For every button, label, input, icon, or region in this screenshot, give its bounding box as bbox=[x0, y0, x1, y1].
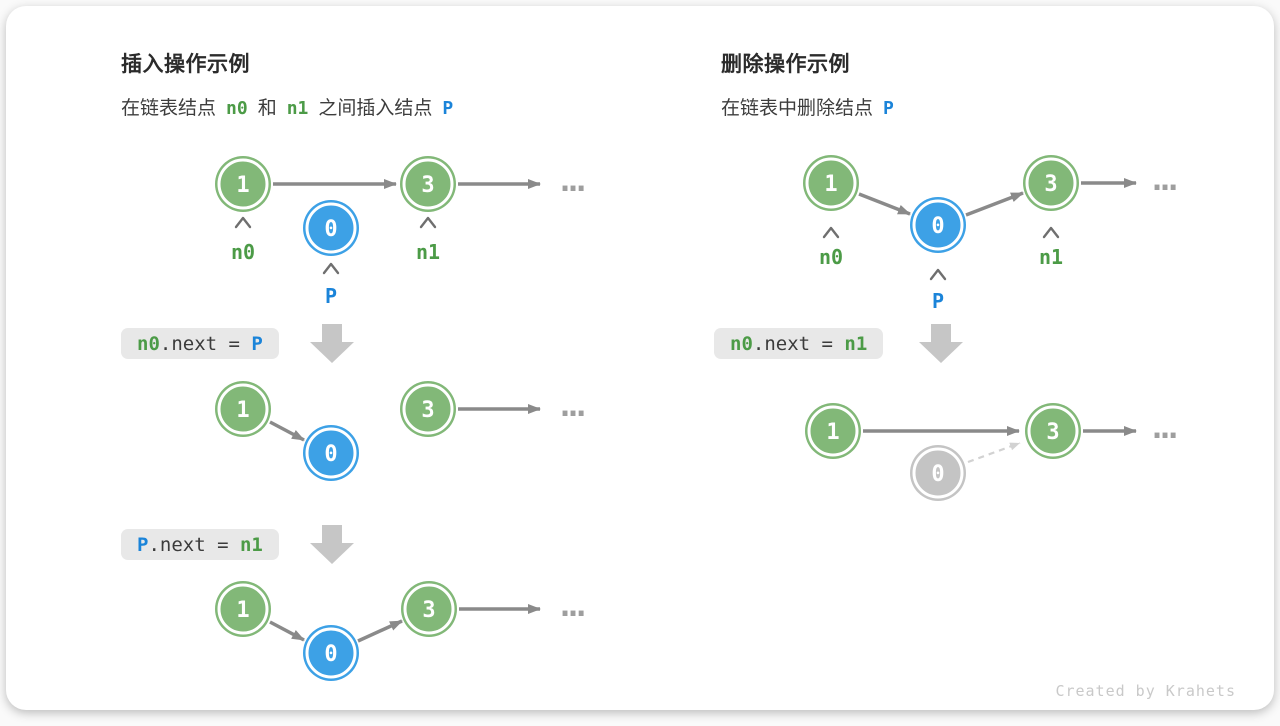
caret-up-icon bbox=[236, 218, 250, 227]
svg-text:1: 1 bbox=[826, 420, 839, 445]
pointer-label-p: P bbox=[932, 289, 944, 313]
down-arrow-icon bbox=[310, 324, 354, 363]
diagram-delete-initial: ... 1 3 0 n0 n1 P bbox=[803, 155, 1176, 313]
pointer-label-n0: n0 bbox=[819, 245, 843, 269]
insert-title: 插入操作示例 bbox=[121, 48, 463, 78]
node-3-green: 3 bbox=[1023, 155, 1079, 211]
node-1-green: 1 bbox=[805, 403, 861, 459]
arrow-node1-to-node0 bbox=[859, 194, 910, 214]
node-3-green: 3 bbox=[401, 581, 457, 637]
svg-text:3: 3 bbox=[422, 598, 435, 623]
node-1-green: 1 bbox=[215, 156, 271, 212]
node-0-gray-deleted: 0 bbox=[910, 445, 966, 501]
svg-text:0: 0 bbox=[931, 214, 944, 239]
pointer-label-p: P bbox=[325, 284, 337, 308]
ellipsis-label: ... bbox=[556, 589, 584, 624]
node-0-blue: 0 bbox=[303, 425, 359, 481]
node-3-green: 3 bbox=[400, 381, 456, 437]
pointer-ref-n0: n0 bbox=[226, 98, 248, 119]
caret-up-icon bbox=[324, 264, 338, 273]
code-box-delete-step1: n0.next = n1 bbox=[714, 328, 883, 359]
svg-text:1: 1 bbox=[824, 172, 837, 197]
pointer-label-n1: n1 bbox=[1039, 245, 1063, 269]
pointer-label-n0: n0 bbox=[231, 240, 255, 264]
node-0-blue: 0 bbox=[303, 200, 359, 256]
svg-text:0: 0 bbox=[324, 642, 337, 667]
down-arrow-icon bbox=[310, 525, 354, 564]
svg-text:1: 1 bbox=[236, 173, 249, 198]
svg-text:1: 1 bbox=[236, 598, 249, 623]
ellipsis-label: ... bbox=[556, 164, 584, 199]
svg-text:1: 1 bbox=[236, 398, 249, 423]
node-1-green: 1 bbox=[215, 381, 271, 437]
credit-label: Created by Krahets bbox=[1055, 682, 1236, 700]
diagram-delete-final: ... 0 1 3 bbox=[805, 403, 1176, 501]
pointer-ref-p: P bbox=[883, 98, 894, 119]
pointer-ref-n1: n1 bbox=[287, 98, 309, 119]
svg-text:0: 0 bbox=[324, 217, 337, 242]
svg-text:3: 3 bbox=[1044, 172, 1057, 197]
delete-title: 删除操作示例 bbox=[721, 48, 904, 78]
diagram-insert-initial: ... 1 3 0 n0 n1 P bbox=[215, 156, 584, 308]
code-box-insert-step2: P.next = n1 bbox=[121, 529, 279, 560]
arrow-node1-to-node0 bbox=[270, 422, 304, 440]
ellipsis-label: ... bbox=[1148, 163, 1176, 198]
diagram-insert-final: ... 1 3 0 bbox=[215, 581, 584, 681]
svg-text:3: 3 bbox=[1046, 420, 1059, 445]
arrow-node0-to-node3 bbox=[358, 621, 402, 641]
svg-text:3: 3 bbox=[421, 398, 434, 423]
ellipsis-label: ... bbox=[556, 389, 584, 424]
svg-text:3: 3 bbox=[421, 173, 434, 198]
node-0-blue: 0 bbox=[303, 625, 359, 681]
code-box-insert-step1: n0.next = P bbox=[121, 328, 279, 359]
arrow-node1-to-node0 bbox=[270, 622, 304, 640]
diagram-insert-middle: ... 1 3 0 bbox=[215, 381, 584, 481]
pointer-ref-p: P bbox=[442, 98, 453, 119]
ellipsis-label: ... bbox=[1148, 411, 1176, 446]
down-arrow-icon bbox=[919, 324, 963, 363]
caret-up-icon bbox=[824, 228, 838, 237]
node-3-green: 3 bbox=[400, 156, 456, 212]
caret-up-icon bbox=[421, 218, 435, 227]
node-0-blue: 0 bbox=[910, 197, 966, 253]
node-1-green: 1 bbox=[803, 155, 859, 211]
pointer-label-n1: n1 bbox=[416, 240, 440, 264]
svg-text:0: 0 bbox=[931, 462, 944, 487]
caret-up-icon bbox=[1044, 228, 1058, 237]
svg-text:0: 0 bbox=[324, 442, 337, 467]
caret-up-icon bbox=[931, 270, 945, 279]
arrow-deleted-node0-to-node3 bbox=[968, 443, 1020, 462]
node-1-green: 1 bbox=[215, 581, 271, 637]
node-3-green: 3 bbox=[1025, 403, 1081, 459]
arrow-node0-to-node3 bbox=[966, 193, 1023, 215]
